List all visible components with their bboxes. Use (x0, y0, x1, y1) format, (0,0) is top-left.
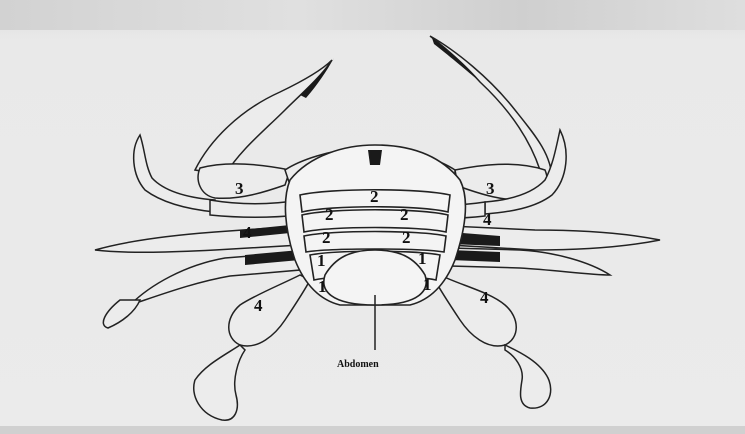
label-carapace-center: 2 (370, 187, 379, 206)
label-right-seg1b: 1 (423, 275, 432, 294)
label-left-seg2b: 2 (322, 228, 331, 247)
right-swimming-leg (435, 275, 551, 408)
label-right-upper: 3 (486, 179, 495, 198)
label-left-low4: 4 (254, 296, 263, 315)
label-right-seg2b: 2 (402, 228, 411, 247)
label-left-upper: 3 (235, 179, 244, 198)
label-left-mid: 4 (243, 223, 252, 242)
scan-bottom-border (0, 426, 745, 434)
label-left-seg1: 1 (317, 251, 326, 270)
label-right-seg2: 2 (400, 205, 409, 224)
label-right-seg1: 1 (418, 249, 427, 268)
abdomen-caption: Abdomen (337, 359, 379, 370)
label-left-seg2: 2 (325, 205, 334, 224)
right-leg-2 (450, 226, 660, 250)
crab-carapace (285, 145, 465, 350)
label-right-low4: 4 (480, 288, 489, 307)
label-right-mid: 4 (483, 210, 492, 229)
left-leg-2 (95, 224, 300, 252)
label-left-seg1b: 1 (318, 277, 327, 296)
right-leg-3 (450, 248, 610, 275)
left-swimming-leg (194, 275, 310, 420)
